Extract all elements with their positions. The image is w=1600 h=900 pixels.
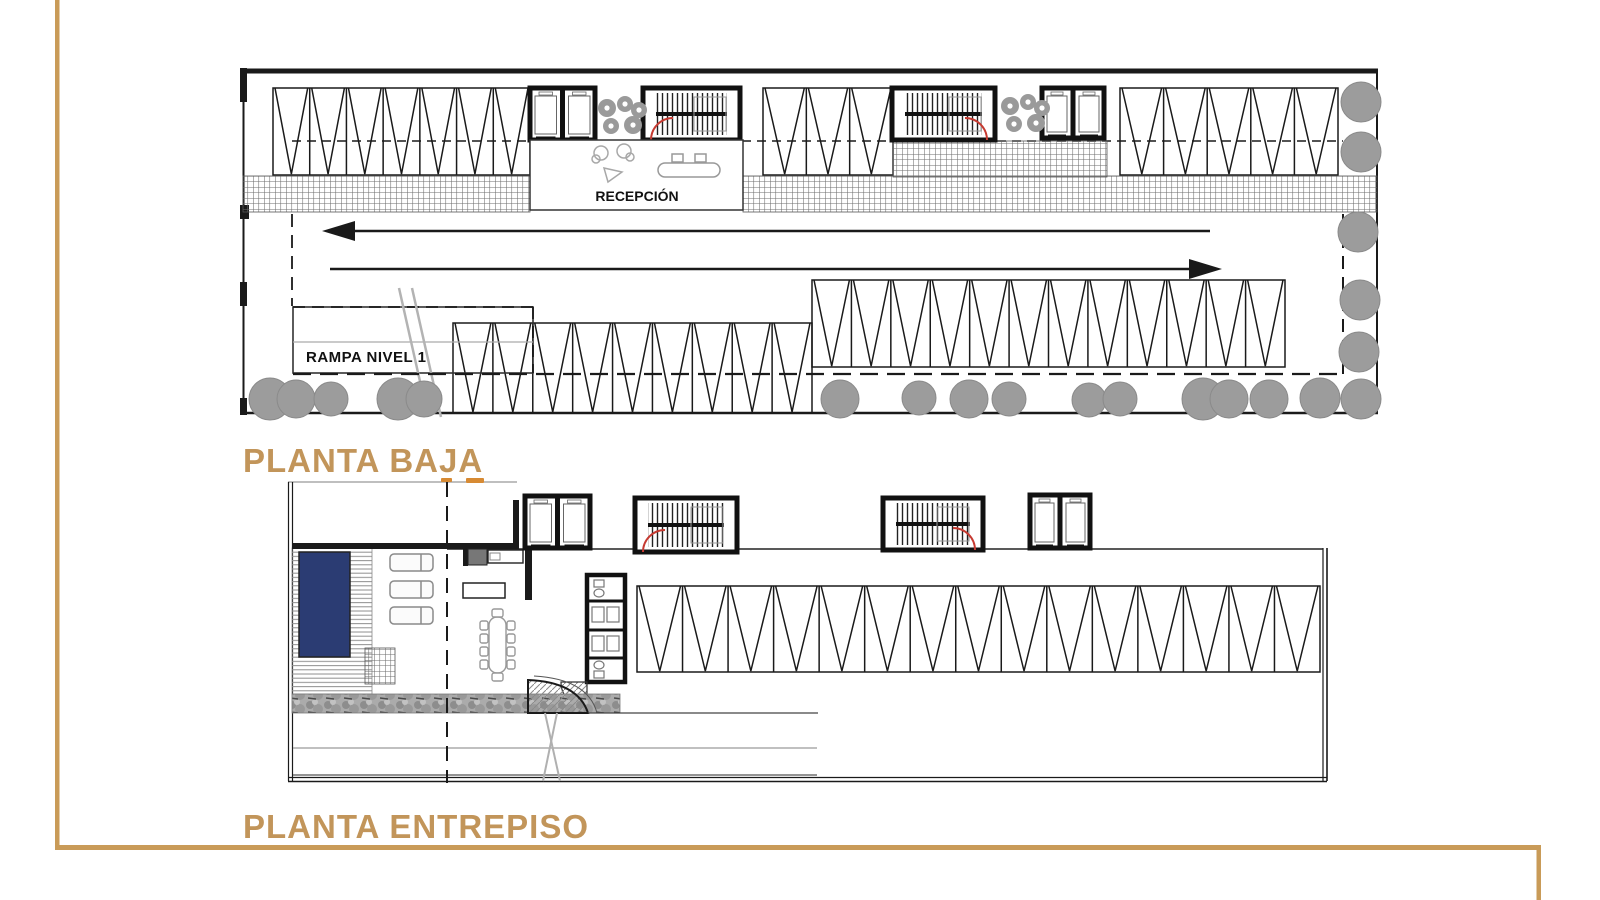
planta-baja-title: PLANTA BAJA (243, 442, 483, 479)
tree-icon (1249, 379, 1289, 419)
stair-icon (632, 495, 740, 555)
tree-icon (991, 381, 1027, 417)
bathroom-block (560, 572, 628, 709)
arrow-right-icon (330, 259, 1222, 279)
curved-walkway (527, 678, 590, 714)
kitchenette (487, 549, 524, 564)
tree-icon (820, 379, 860, 419)
tree-icon (1071, 382, 1107, 418)
parking-row-top-mid (762, 87, 894, 176)
tree-icon (276, 379, 316, 419)
storage-box (467, 548, 488, 566)
tree-icon (949, 379, 989, 419)
frame-bottom-line (55, 845, 1541, 850)
trees-bottom-row (248, 377, 1341, 421)
reception-plants-icon (591, 143, 635, 184)
tree-icon (901, 380, 937, 416)
interior-wall (525, 548, 532, 600)
landscape-strip (291, 675, 818, 714)
lower-ramp-area (293, 712, 817, 782)
stair-icon (880, 495, 986, 553)
tree-icon (1299, 377, 1341, 419)
elevator-icon (1039, 85, 1107, 141)
stair-icon (889, 85, 998, 143)
tree-icon (1340, 131, 1382, 173)
tree-icon (405, 380, 443, 418)
parking-row-top-right (1119, 87, 1339, 176)
tree-icon (1339, 279, 1381, 321)
terrace-wall (513, 500, 519, 549)
tree-icon (1338, 331, 1380, 373)
tree-icon (1340, 378, 1382, 420)
elevator-icon (522, 493, 593, 551)
dining-table-icon (479, 608, 516, 682)
tree-icon (1337, 211, 1379, 253)
terrace-area (291, 500, 532, 695)
terrace-wall (292, 543, 519, 549)
elevator-icon (1027, 492, 1093, 551)
reception-desk-icon (657, 153, 721, 178)
parking-row-mid-left (452, 322, 813, 414)
bar-counter (462, 582, 506, 599)
planta-entrepiso-plan (287, 478, 1328, 783)
tree-icon (313, 381, 349, 417)
planta-entrepiso-title: PLANTA ENTREPISO (243, 808, 589, 845)
ramp-label: RAMPA NIVEL 1 (306, 349, 426, 366)
frame-right-line (1536, 850, 1541, 900)
plan-boundary (287, 481, 1328, 783)
elevator-icon (527, 85, 598, 143)
planter-icon (1001, 94, 1050, 132)
orange-marker (441, 478, 484, 483)
trees-right-column (1337, 81, 1382, 420)
tree-icon (1102, 381, 1138, 417)
planter-icon (598, 96, 647, 134)
tree-icon (1209, 379, 1249, 419)
pool (298, 551, 351, 658)
parking-row-top-left (272, 87, 531, 176)
planta-baja-plan: RECEPCIÓN RAMPA NIVEL 1 (240, 68, 1382, 421)
reception-label: RECEPCIÓN (595, 187, 678, 204)
parking-row-mezzanine (636, 585, 1321, 673)
frame-left-line (55, 0, 60, 847)
ramp-zone: RAMPA NIVEL 1 (291, 214, 534, 418)
tree-icon (1340, 81, 1382, 123)
lounge-chair-icon (389, 553, 434, 625)
spa-hatch-square (364, 647, 396, 685)
arrow-left-icon (322, 221, 1210, 241)
reception-area: RECEPCIÓN (529, 139, 744, 211)
parking-row-mid-right (811, 279, 1286, 368)
gold-frame (55, 0, 1541, 900)
stair-icon (640, 85, 743, 143)
